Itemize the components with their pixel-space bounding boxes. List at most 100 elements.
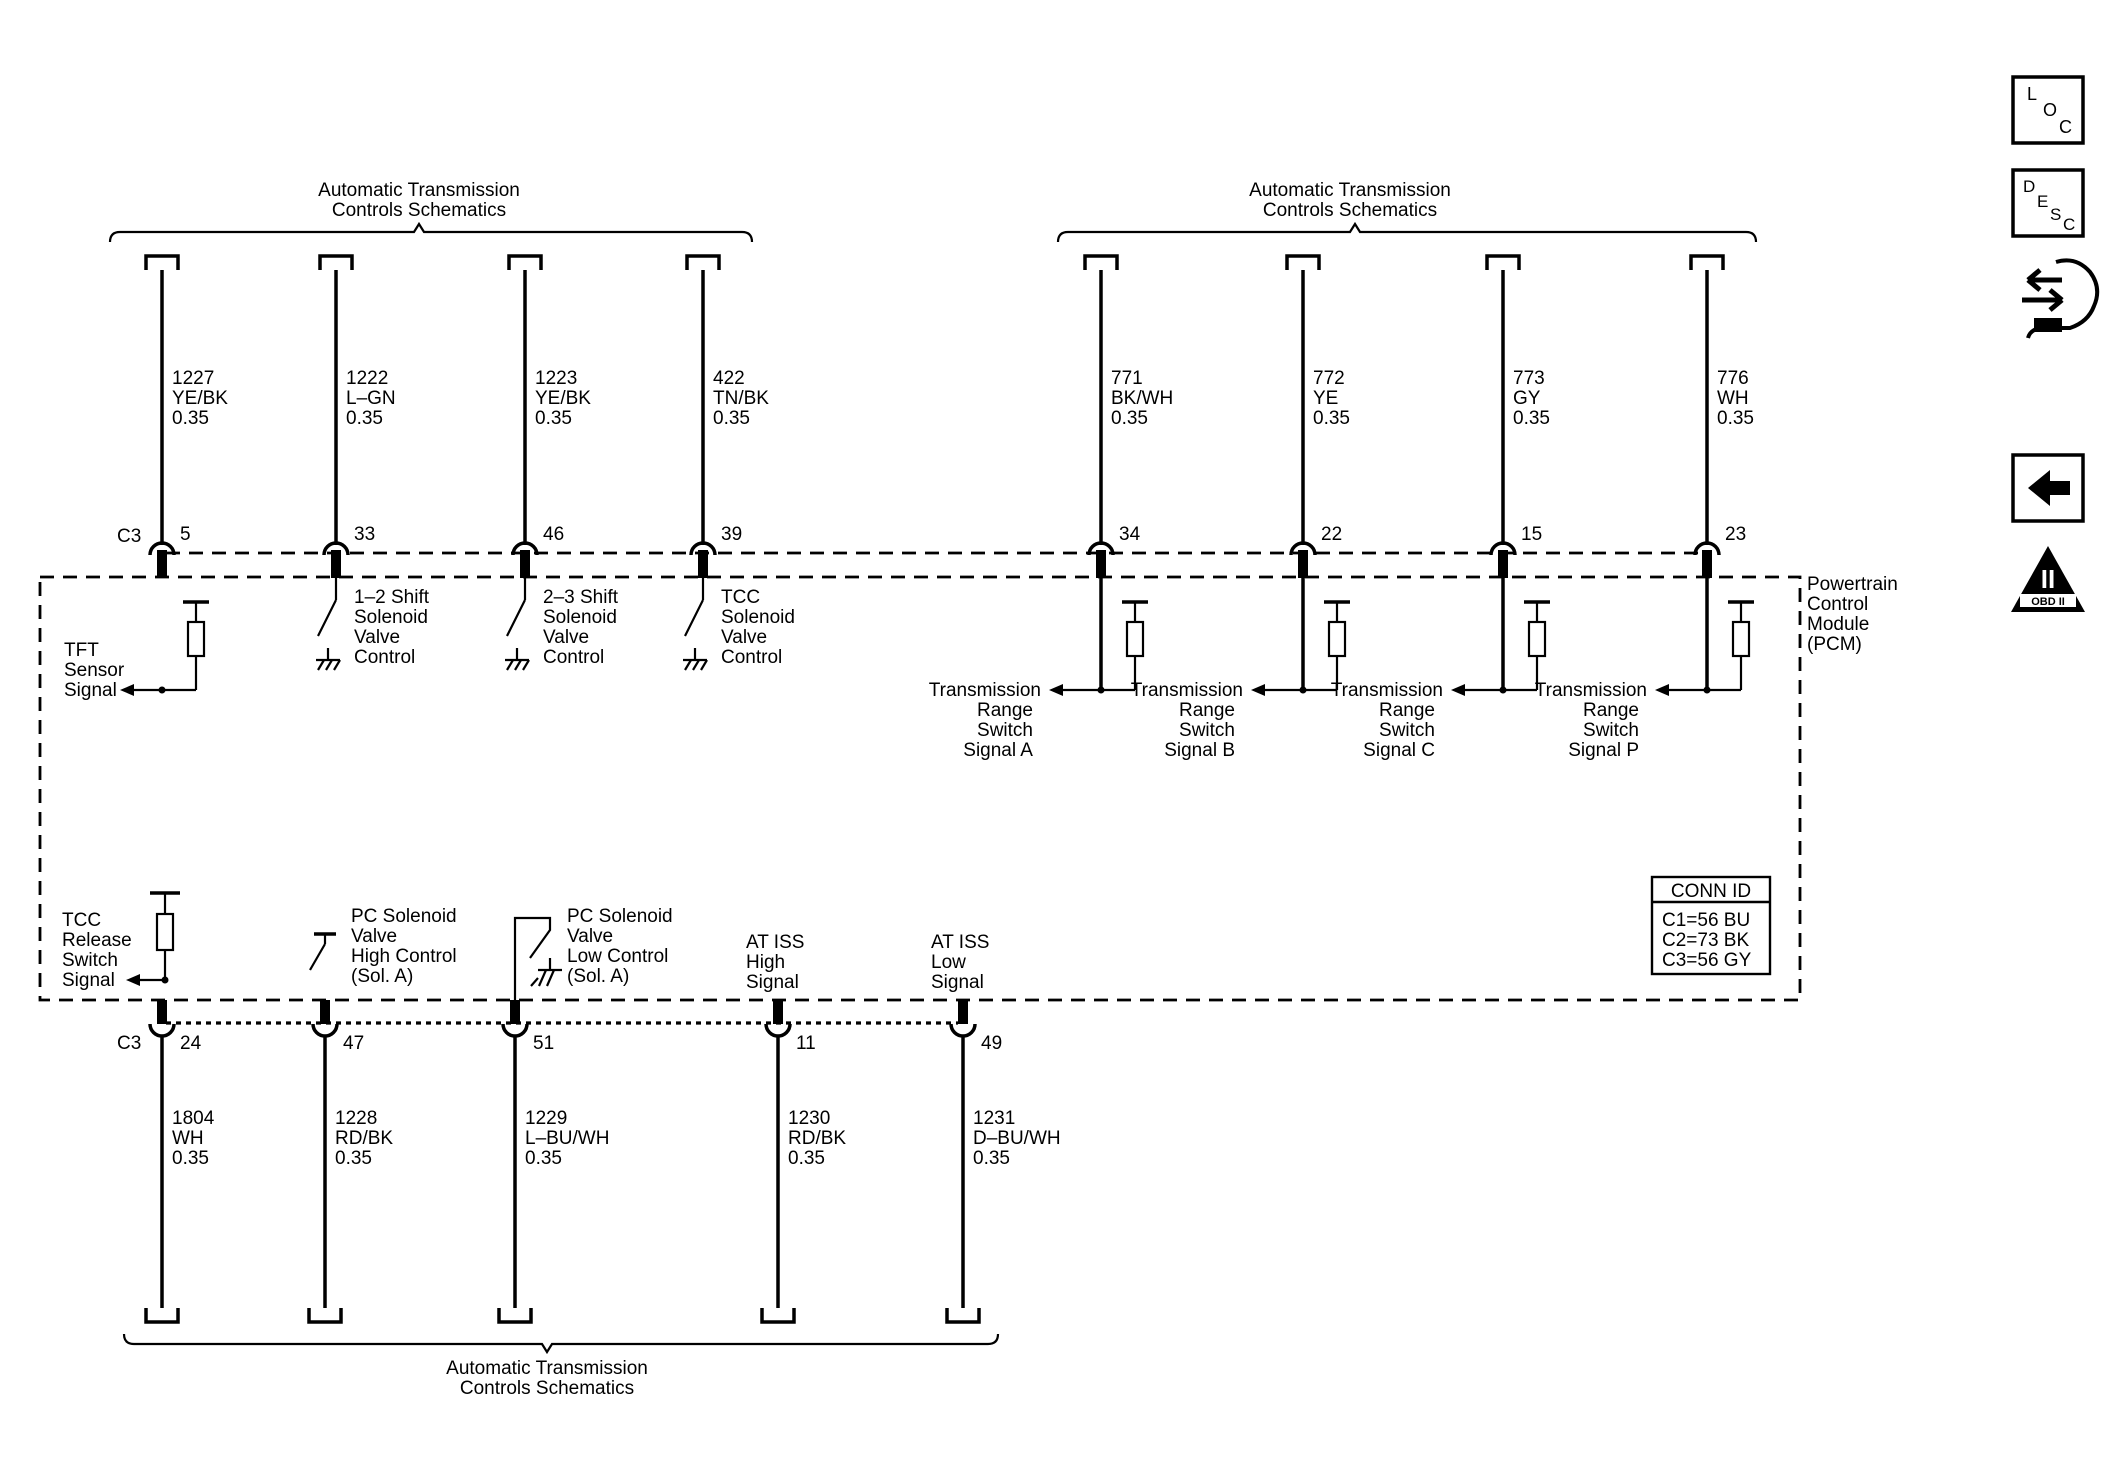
obd-ii-icon[interactable]: II OBD II	[2011, 546, 2085, 612]
top-terminal	[318, 254, 354, 270]
range_b-label-3: Switch	[1179, 720, 1235, 741]
shift23-label-1: 2–3 Shift	[543, 587, 619, 608]
back-arrow-icon[interactable]	[2011, 453, 2085, 523]
pc-high-circuit: PC Solenoid Valve High Control (Sol. A)	[309, 906, 457, 987]
top-right-header-line2: Controls Schematics	[1263, 200, 1437, 221]
bottom-wire-gauge: 0.35	[788, 1148, 825, 1169]
tcc-release-label-4: Signal	[62, 970, 115, 991]
iss-low-label-3: Signal	[931, 972, 984, 993]
bottom-pin	[773, 1000, 783, 1024]
range_p-label-2: Range	[1583, 700, 1639, 721]
bottom-wire-circuit: 1231	[973, 1108, 1015, 1129]
bottom-terminal	[497, 1308, 533, 1324]
top-pin	[1096, 550, 1106, 578]
desc-letter-s: S	[2050, 205, 2061, 224]
top-pin-arc	[689, 541, 717, 556]
bottom-wire-circuit: 1230	[788, 1108, 830, 1129]
bottom-wire-gauge: 0.35	[172, 1148, 209, 1169]
range_a-label-3: Switch	[977, 720, 1033, 741]
bottom-pin-arc	[501, 1023, 529, 1038]
top-pin-arc	[1693, 541, 1721, 556]
bottom-bracket	[122, 1333, 1000, 1355]
shift12-label-3: Valve	[354, 627, 400, 648]
conn-id-row-2: C2=73 BK	[1662, 930, 1749, 951]
top-terminal	[1083, 254, 1119, 270]
bottom-pin	[958, 1000, 968, 1024]
tcc-release-label-2: Release	[62, 930, 132, 951]
range_c-label-4: Signal C	[1363, 740, 1435, 761]
top-wire-gauge: 0.35	[1111, 408, 1148, 429]
top-pin-arc	[148, 541, 176, 556]
top-terminal	[1485, 254, 1521, 270]
bottom-pin-number: 51	[533, 1033, 554, 1054]
tcc-label-1: TCC	[721, 587, 760, 608]
range_a-label-1: Transmission	[929, 680, 1041, 701]
top-wire-circuit: 1222	[346, 368, 388, 389]
range_a-label-2: Range	[977, 700, 1033, 721]
top-wire-circuit: 773	[1513, 368, 1545, 389]
bottom-pin-arc	[764, 1023, 792, 1038]
bottom-terminal	[760, 1308, 796, 1324]
top-wire-color: BK/WH	[1111, 388, 1173, 409]
top-pin	[1702, 550, 1712, 578]
loc-letter-o: O	[2043, 100, 2057, 120]
top-left-header-line1: Automatic Transmission	[318, 180, 520, 201]
top-wire-circuit: 1227	[172, 368, 214, 389]
iss-high-label-1: AT ISS	[746, 932, 804, 953]
top-pin-arc	[1289, 541, 1317, 556]
bottom-pin-arc	[311, 1023, 339, 1038]
tft-label-1: TFT	[64, 640, 99, 661]
top-wire-circuit: 422	[713, 368, 745, 389]
top-wire-color: YE/BK	[172, 388, 228, 409]
top-pin	[520, 550, 530, 578]
top-wire-color: GY	[1513, 388, 1541, 409]
top-pin	[331, 550, 341, 578]
range_b-label-4: Signal B	[1164, 740, 1235, 761]
tcc-release-circuit: TCC Release Switch Signal	[62, 891, 180, 991]
pcm-label-line3: Module	[1807, 614, 1869, 635]
top-pin	[698, 550, 708, 578]
desc-letter-e: E	[2037, 192, 2048, 211]
desc-icon[interactable]: D E S C	[2011, 168, 2085, 238]
shift23-label-2: Solenoid	[543, 607, 617, 628]
iss-high-label-3: Signal	[746, 972, 799, 993]
top-terminal	[1689, 254, 1725, 270]
range_c-label-2: Range	[1379, 700, 1435, 721]
bottom-pin	[320, 1000, 330, 1024]
top-right-header-line1: Automatic Transmission	[1249, 180, 1451, 201]
pc-low-label-1: PC Solenoid	[567, 906, 673, 927]
obd-caption: OBD II	[2031, 596, 2065, 608]
bottom-header-line1: Automatic Transmission	[446, 1358, 648, 1379]
top-pin-number: 15	[1521, 524, 1542, 545]
range_a-label-4: Signal A	[963, 740, 1033, 761]
range_b-label-1: Transmission	[1131, 680, 1243, 701]
top-wire-gauge: 0.35	[1717, 408, 1754, 429]
bottom-pin-number: 24	[180, 1033, 202, 1054]
pc-low-circuit: PC Solenoid Valve Low Control (Sol. A)	[513, 906, 673, 1010]
connector-hand-icon[interactable]	[2022, 258, 2100, 339]
pc-high-label-4: (Sol. A)	[351, 966, 413, 987]
pcm-label: Powertrain Control Module (PCM)	[1807, 574, 1898, 655]
tcc-release-label-1: TCC	[62, 910, 101, 931]
tcc-label-4: Control	[721, 647, 782, 668]
top-wire-circuit: 1223	[535, 368, 577, 389]
top-pin-number: 39	[721, 524, 742, 545]
top-wire-gauge: 0.35	[713, 408, 750, 429]
obd-numeral: II	[2041, 564, 2055, 594]
top-terminal	[685, 254, 721, 270]
shift12-label-1: 1–2 Shift	[354, 587, 430, 608]
bottom-wire-gauge: 0.35	[973, 1148, 1010, 1169]
loc-icon[interactable]: L O C	[2011, 75, 2085, 145]
top-pin-arc	[322, 541, 350, 556]
pc-high-label-2: Valve	[351, 926, 397, 947]
top-pin	[1498, 550, 1508, 578]
